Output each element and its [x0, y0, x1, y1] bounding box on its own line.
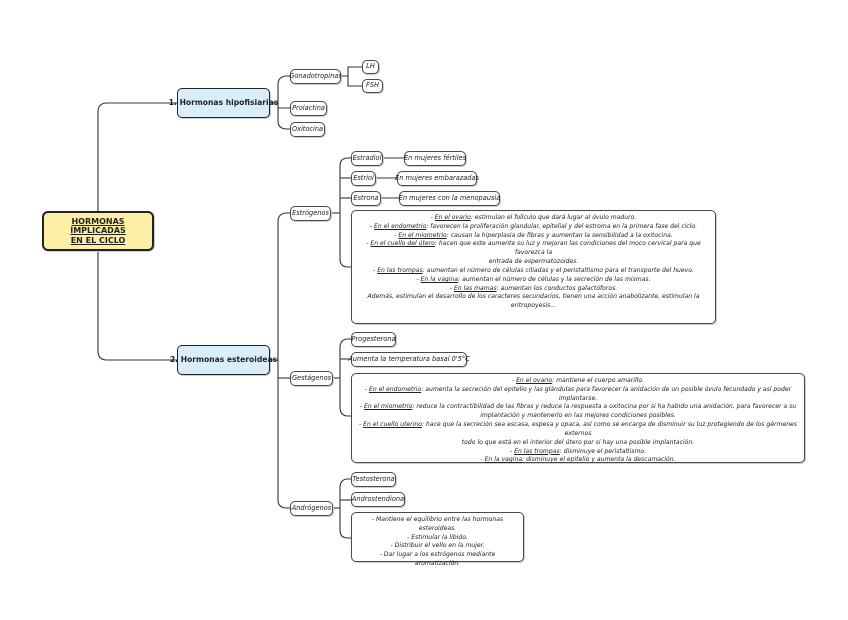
effect-line: - En las mamas: aumentan los conductos g…	[449, 284, 618, 292]
effect-line: entrada de espermatozoides.	[488, 258, 579, 266]
note-estrona[interactable]: En mujeres con la menopausia	[399, 191, 500, 206]
note-estradiol[interactable]: En mujeres fértiles	[404, 151, 466, 166]
topic-androgenos[interactable]: Andrógenos	[290, 501, 333, 516]
topic-estrona[interactable]: Estrona	[351, 191, 381, 206]
topic-testosterona[interactable]: Testosterona	[351, 472, 396, 487]
effect-line: - En el cuello uterino: hace que la secr…	[359, 421, 797, 437]
effect-line: - En el ovario: mantiene el cuerpo amari…	[511, 377, 645, 384]
topic-estriol[interactable]: Estriol	[351, 171, 376, 186]
topic-estrogenos[interactable]: Estrógenos	[290, 206, 331, 221]
effect-line: - Dar lugar a los estrógenos mediante ar…	[379, 551, 496, 568]
topic-fsh[interactable]: FSH	[362, 79, 383, 93]
effect-line: - En el ovario: estimulan el folículo qu…	[430, 214, 637, 221]
root-topic[interactable]: HORMONAS IMPLICADAS EN EL CICLO	[42, 211, 154, 251]
topic-prolactina[interactable]: Prolactina	[290, 101, 327, 116]
estrogenos-effects[interactable]: - En el ovario: estimulan el folículo qu…	[351, 210, 716, 324]
effect-line: - Distribuir el vello en la mujer.	[390, 542, 485, 550]
effect-line: - En la vagina: aumentan el número de cé…	[416, 275, 651, 283]
effect-line: todo lo que está en el interior del úter…	[461, 438, 695, 446]
effect-line: - En las trompas: aumentan el número de …	[373, 266, 694, 274]
topic-gestagenos[interactable]: Gestágenos	[290, 371, 333, 386]
root-title-line2: EN EL CICLO	[70, 235, 126, 245]
effect-line: Además, estimulan el desarrollo de los c…	[367, 293, 700, 301]
topic-hormonas-hipofisiarias[interactable]: 1. Hormonas hipofisiarias	[169, 88, 278, 118]
effect-line: - En el miometrio: reduce la contractibi…	[359, 403, 797, 411]
effect-line: - En el cuello del útero: hacen que este…	[366, 240, 701, 257]
gestagenos-effects[interactable]: - En el ovario: mantiene el cuerpo amari…	[351, 373, 805, 463]
topic-lh[interactable]: LH	[362, 60, 379, 74]
effect-line: - En el endometrio: favorecen la prolife…	[369, 222, 698, 230]
effect-line: - En la vagina: disminuye el epitelio y …	[480, 456, 676, 464]
note-estriol[interactable]: En mujeres embarazadas	[395, 171, 479, 186]
topic-androstendiona[interactable]: Androstendiona	[351, 492, 405, 507]
effect-line: - En el miometrio: causan la hiperplasia…	[394, 231, 673, 239]
topic-estradiol[interactable]: Estradiol	[351, 151, 383, 166]
effect-line: implantación y mantenerlo en las mejores…	[480, 412, 676, 420]
effect-line: - Mantiene el equilibrio entre las hormo…	[371, 516, 504, 532]
effect-line: - En el endometrio: aumenta la secreción…	[364, 385, 792, 402]
topic-oxitocina[interactable]: Oxitocina	[290, 122, 325, 137]
effect-line: - Estimular la libido.	[407, 533, 468, 541]
effect-line: eritropoyesis...	[510, 302, 557, 310]
topic-temperatura-basal[interactable]: Aumenta la temperatura basal 0'5°C	[348, 352, 470, 367]
topic-hormonas-esteroideas[interactable]: 2. Hormonas esteroideas	[170, 345, 277, 375]
root-title-line1: HORMONAS IMPLICADAS	[70, 216, 126, 236]
topic-gonadotropinas[interactable]: Gonadotropinas	[289, 69, 342, 84]
androgenos-effects[interactable]: - Mantiene el equilibrio entre las hormo…	[351, 512, 524, 567]
effect-line: - En las trompas: disminuye el peristalt…	[509, 447, 647, 455]
topic-progesterona[interactable]: Progesterona	[351, 332, 396, 347]
